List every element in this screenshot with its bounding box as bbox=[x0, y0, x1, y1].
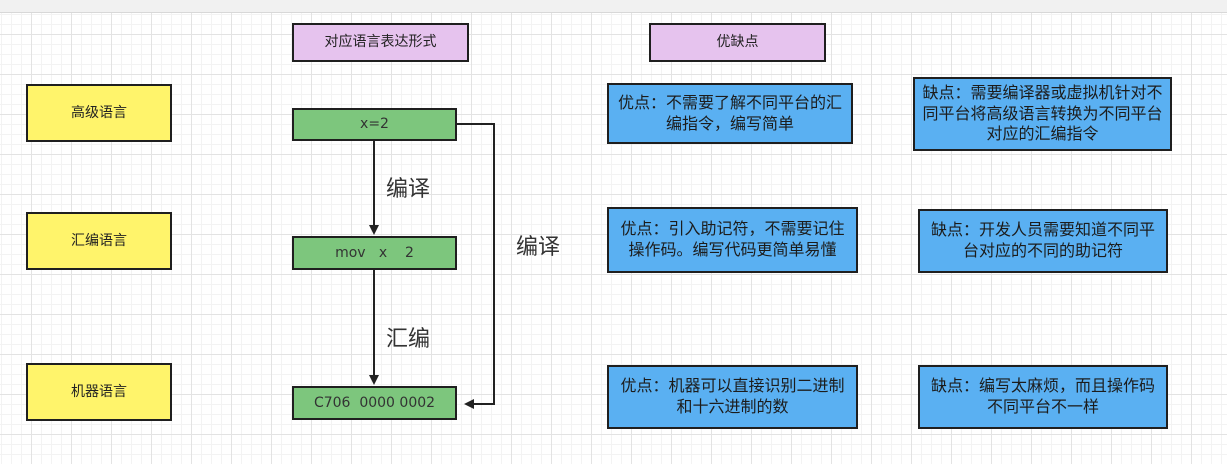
note-asm-pro[interactable]: 优点：引入助记符，不需要记住操作码。编写代码更简单易懂 bbox=[607, 207, 858, 273]
code-assembly[interactable]: mov x 2 bbox=[292, 236, 457, 270]
code-high[interactable]: x=2 bbox=[292, 108, 457, 141]
edge-label-assemble: 汇编 bbox=[386, 327, 431, 352]
code-machine-label: C706 0000 0002 bbox=[313, 394, 436, 411]
note-asm-con-label: 缺点：开发人员需要知道不同平台对应的不同的助记符 bbox=[930, 220, 1155, 260]
header-pros-cons-label: 优缺点 bbox=[716, 34, 759, 51]
note-machine-pro-label: 优点：机器可以直接识别二进制和十六进制的数 bbox=[620, 376, 845, 416]
note-asm-con[interactable]: 缺点：开发人员需要知道不同平台对应的不同的助记符 bbox=[918, 209, 1168, 273]
note-machine-con[interactable]: 缺点：编写太麻烦，而且操作码不同平台不一样 bbox=[918, 365, 1168, 429]
level-assembly[interactable]: 汇编语言 bbox=[26, 212, 172, 270]
note-high-pro-label: 优点：不需要了解不同平台的汇编指令，编写简单 bbox=[617, 92, 842, 133]
edge-label-compile-1: 编译 bbox=[386, 177, 431, 202]
note-asm-pro-label: 优点：引入助记符，不需要记住操作码。编写代码更简单易懂 bbox=[620, 219, 845, 259]
note-high-con[interactable]: 缺点：需要编译器或虚拟机针对不同平台将高级语言转换为不同平台对应的汇编指令 bbox=[913, 77, 1172, 151]
level-machine[interactable]: 机器语言 bbox=[26, 363, 172, 421]
canvas-top-bar bbox=[0, 0, 1227, 13]
note-high-con-label: 缺点：需要编译器或虚拟机针对不同平台将高级语言转换为不同平台对应的汇编指令 bbox=[922, 82, 1163, 144]
level-high-label: 高级语言 bbox=[71, 104, 127, 121]
arrow-compile-high-to-machine bbox=[457, 123, 495, 409]
header-pros-cons[interactable]: 优缺点 bbox=[649, 23, 826, 62]
note-machine-con-label: 缺点：编写太麻烦，而且操作码不同平台不一样 bbox=[930, 376, 1155, 416]
code-machine[interactable]: C706 0000 0002 bbox=[292, 386, 457, 420]
level-machine-label: 机器语言 bbox=[71, 383, 127, 400]
code-high-label: x=2 bbox=[360, 116, 389, 133]
code-assembly-label: mov x 2 bbox=[335, 244, 414, 261]
level-high[interactable]: 高级语言 bbox=[26, 84, 172, 142]
edge-label-compile-2: 编译 bbox=[516, 235, 561, 260]
note-machine-pro[interactable]: 优点：机器可以直接识别二进制和十六进制的数 bbox=[607, 365, 858, 429]
note-high-pro[interactable]: 优点：不需要了解不同平台的汇编指令，编写简单 bbox=[607, 83, 853, 144]
header-representation-label: 对应语言表达形式 bbox=[324, 34, 437, 51]
header-representation[interactable]: 对应语言表达形式 bbox=[292, 23, 469, 62]
level-assembly-label: 汇编语言 bbox=[71, 232, 127, 249]
